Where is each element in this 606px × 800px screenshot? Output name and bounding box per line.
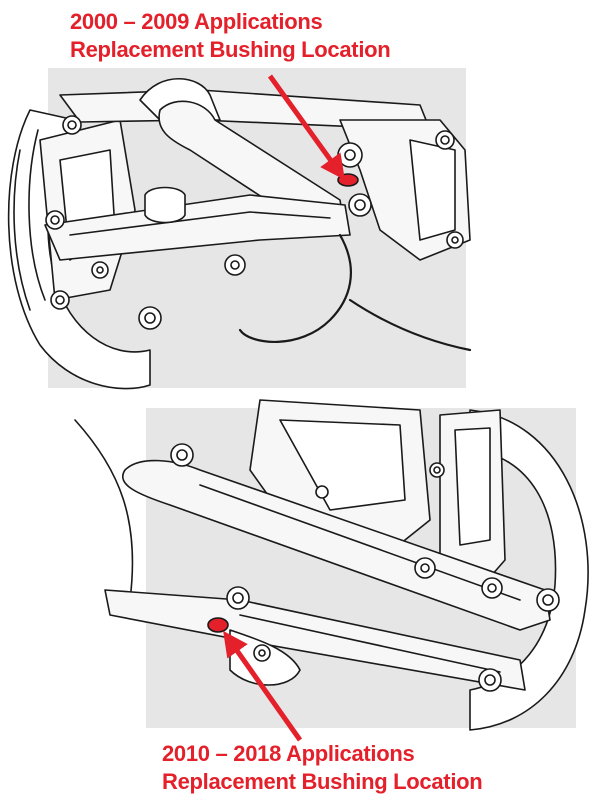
- bottom-bolts: [170, 443, 560, 692]
- top-callout-line2: Replacement Bushing Location: [70, 37, 391, 62]
- top-callout-label: 2000 – 2009 Applications Replacement Bus…: [70, 8, 391, 64]
- bottom-red-pointer-arrow: [223, 630, 303, 742]
- top-bolts: [45, 115, 464, 330]
- top-callout-line1: 2000 – 2009 Applications: [70, 9, 323, 34]
- bottom-brake-rotor: [469, 409, 589, 731]
- top-lower-control-arm: [44, 194, 351, 261]
- bottom-callout-label: 2010 – 2018 Applications Replacement Bus…: [162, 740, 483, 796]
- bottom-suspension-illustration: [74, 399, 589, 731]
- top-suspension-illustration: [7, 68, 472, 390]
- bottom-bushing-location-marker: [207, 617, 229, 633]
- bottom-callout-line1: 2010 – 2018 Applications: [162, 741, 415, 766]
- bottom-callout-line2: Replacement Bushing Location: [162, 769, 483, 794]
- top-red-pointer-arrow: [267, 74, 345, 181]
